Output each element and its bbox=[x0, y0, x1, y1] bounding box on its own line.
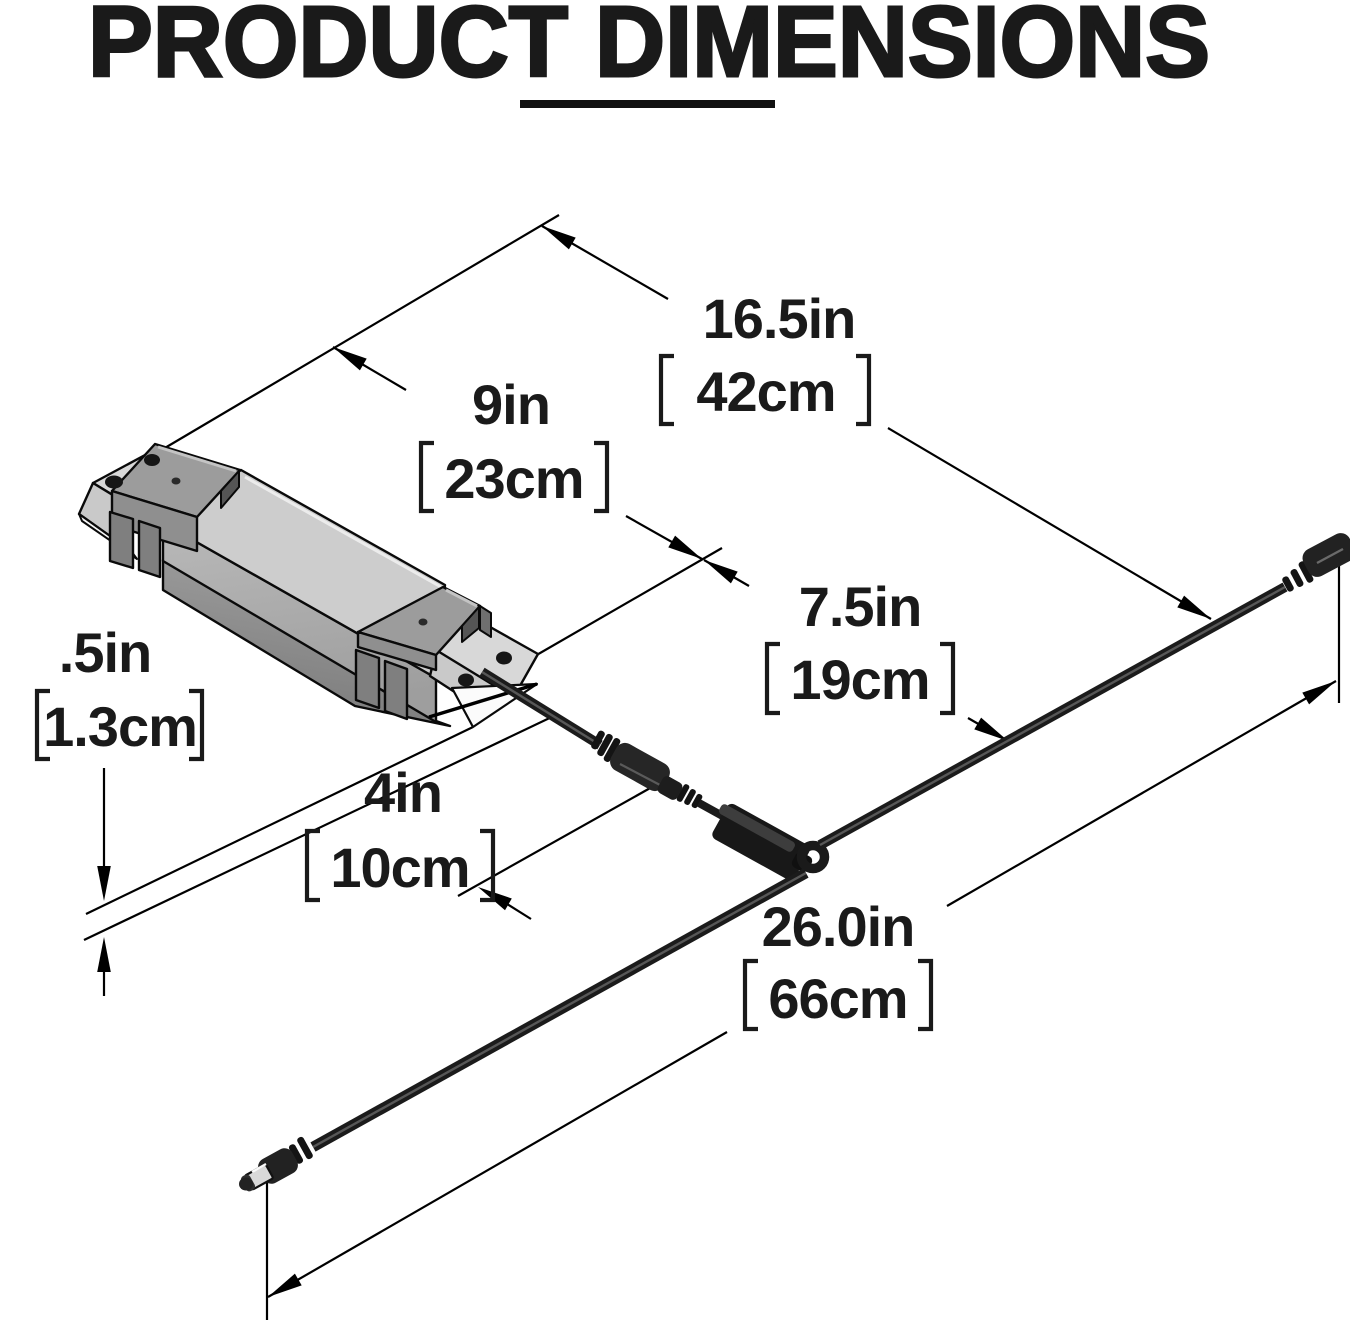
svg-text:10cm: 10cm bbox=[330, 836, 469, 899]
svg-text:PRODUCT DIMENSIONS: PRODUCT DIMENSIONS bbox=[88, 0, 1210, 98]
svg-text:9in: 9in bbox=[472, 373, 550, 436]
svg-text:.5in: .5in bbox=[59, 621, 151, 684]
svg-text:16.5in: 16.5in bbox=[703, 287, 856, 350]
svg-text:7.5in: 7.5in bbox=[799, 575, 922, 638]
svg-text:19cm: 19cm bbox=[790, 648, 929, 711]
svg-text:4in: 4in bbox=[364, 761, 442, 824]
svg-text:42cm: 42cm bbox=[696, 360, 835, 423]
svg-text:26.0in: 26.0in bbox=[762, 895, 915, 958]
svg-text:23cm: 23cm bbox=[444, 447, 583, 510]
svg-text:1.3cm: 1.3cm bbox=[43, 695, 197, 758]
svg-text:66cm: 66cm bbox=[768, 967, 907, 1030]
